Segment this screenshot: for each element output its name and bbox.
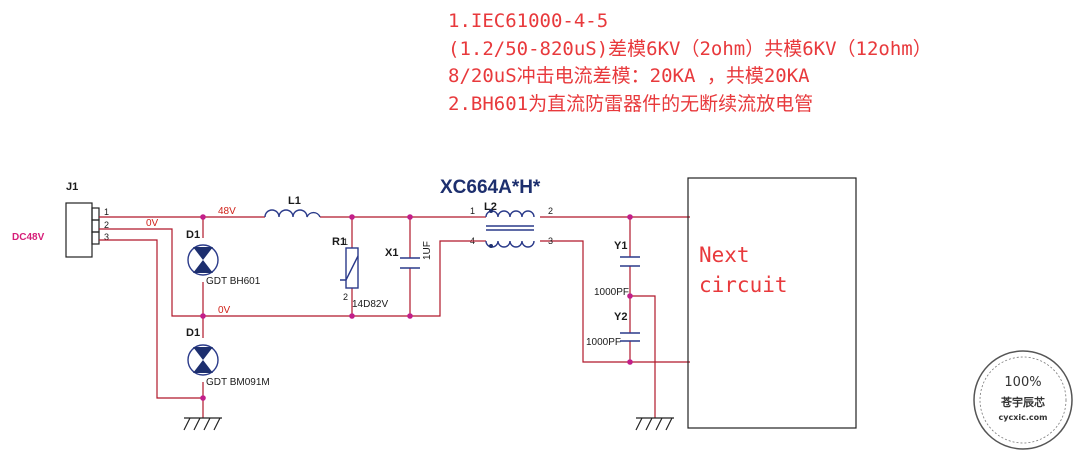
watermark-stamp: 100% 苍宇辰芯 cycxic.com (973, 350, 1073, 450)
junction-dot (349, 313, 355, 319)
junction-dot (407, 313, 413, 319)
note-line-4: 2.BH601为直流防雷器件的无断续流放电管 (448, 93, 813, 115)
d1-top-value: GDT BH601 (206, 276, 261, 287)
r1-body (345, 247, 359, 289)
x1-ref: X1 (385, 247, 398, 259)
note-line-1: 1.IEC61000-4-5 (448, 10, 608, 32)
l2-pin-1: 1 (470, 206, 475, 216)
ground-symbol-left (183, 417, 222, 431)
capacitor-y2: Y2 1000PF (586, 311, 640, 348)
connector-j1: J1 DC48V 1 2 3 (12, 181, 109, 258)
d1-top-circle (187, 244, 219, 276)
y1-value: 1000PF (594, 287, 629, 298)
j1-ref: J1 (66, 181, 78, 193)
l1-coil (264, 209, 321, 218)
l2-ref: L2 (484, 201, 497, 213)
next-circuit-block: Next circuit (687, 177, 857, 429)
d1-bottom-circle (187, 344, 219, 376)
j1-body (65, 202, 93, 258)
junction-dot (627, 359, 633, 365)
varistor-r1: R1 1 2 14D82V (332, 236, 388, 310)
y2-value: 1000PF (586, 337, 621, 348)
gdt-d1-top: D1 GDT BH601 (186, 229, 261, 287)
junction-dots (200, 214, 633, 401)
next-circuit-line-2: circuit (699, 273, 788, 297)
x1-value: 1UF (422, 241, 433, 260)
d1-top-ref: D1 (186, 229, 200, 241)
wire-pe (99, 239, 203, 399)
inductor-l1: L1 (264, 195, 321, 218)
wire-y-gnd (630, 295, 656, 418)
l2-pin-2: 2 (548, 206, 553, 216)
r1-pin-2: 2 (343, 292, 348, 302)
l2-pin-3: 3 (548, 236, 553, 246)
j1-pin-1: 1 (104, 207, 109, 217)
capacitor-y1: Y1 1000PF (594, 240, 640, 298)
junction-dot (200, 395, 206, 401)
j1-pin-tab-1 (91, 207, 100, 221)
l1-ref: L1 (288, 195, 301, 207)
d1-bottom-tri-down (193, 360, 213, 373)
d1-bottom-tri-up (193, 347, 213, 360)
junction-dot (627, 293, 633, 299)
stamp-site: cycxic.com (999, 413, 1048, 422)
wires (99, 216, 690, 418)
d1-top-tri-down (193, 260, 213, 273)
note-line-3: 8/20uS冲击电流差模：20KA ，共模20KA (448, 65, 810, 87)
d1-top-tri-up (193, 247, 213, 260)
gdt-d1-bottom: D1 GDT BM091M (186, 327, 270, 388)
j1-pin-2: 2 (104, 220, 109, 230)
l2-coil-top (485, 210, 535, 218)
net-48v: 48V (218, 206, 236, 217)
d1-bottom-ref: D1 (186, 327, 200, 339)
next-circuit-box (687, 177, 857, 429)
wire-0v (99, 228, 470, 317)
r1-ref: R1 (332, 236, 346, 248)
r1-value: 14D82V (352, 299, 388, 310)
junction-dot (627, 214, 633, 220)
stamp-percent: 100% (1004, 375, 1041, 390)
j1-pin-3: 3 (104, 232, 109, 242)
junction-dot (349, 214, 355, 220)
wire-l2-out-bot (540, 240, 690, 363)
junction-dot (200, 214, 206, 220)
j1-pin-tab-2 (91, 219, 100, 233)
notes-block: 1.IEC61000-4-5 (1.2/50-820uS)差模6KV（2ohm）… (448, 10, 932, 115)
net-0v-in: 0V (146, 218, 159, 229)
r1-slash (340, 255, 359, 281)
circuit-title: XC664A*H* (440, 177, 541, 198)
l2-coil-bottom (485, 240, 535, 248)
supply-label: DC48V (12, 232, 45, 243)
note-line-2: (1.2/50-820uS)差模6KV（2ohm）共模6KV（12ohm） (448, 38, 932, 60)
stamp-name: 苍宇辰芯 (1000, 395, 1045, 409)
d1-bottom-value: GDT BM091M (206, 377, 270, 388)
net-0v-mid: 0V (218, 305, 231, 316)
r1-pin-1: 1 (343, 237, 348, 247)
junction-dot (407, 214, 413, 220)
capacitor-x1: X1 1UF (385, 241, 433, 269)
l2-dot-bottom (489, 244, 493, 248)
y1-ref: Y1 (614, 240, 627, 252)
junction-dot (200, 313, 206, 319)
l2-dot-top (489, 209, 493, 213)
j1-pin-tab-3 (91, 231, 100, 245)
ground-symbol-right (635, 417, 674, 431)
choke-l2: L2 1 2 4 3 (470, 201, 553, 248)
y2-ref: Y2 (614, 311, 627, 323)
next-circuit-line-1: Next (699, 243, 750, 267)
